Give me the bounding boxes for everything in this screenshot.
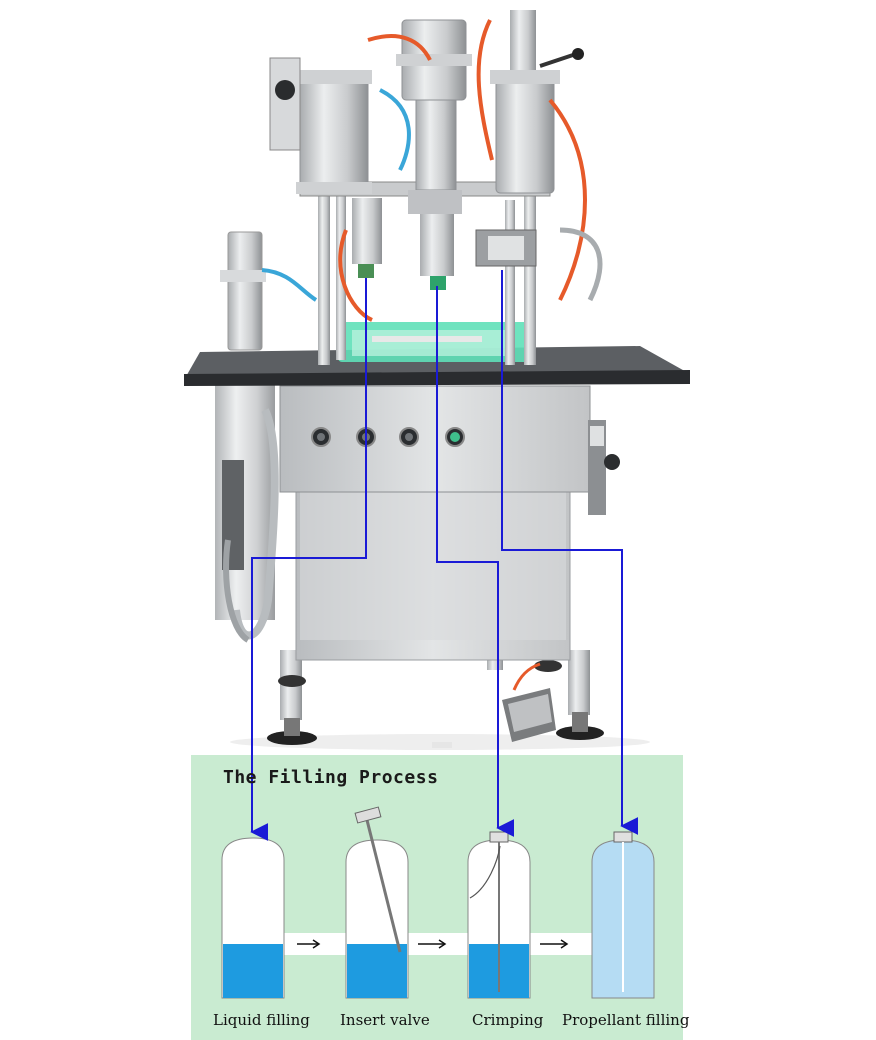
filling-machine	[184, 10, 690, 750]
step-label-insert-valve: Insert valve	[340, 1011, 430, 1029]
pointer-propellant-filling	[501, 270, 639, 835]
step-label-crimping: Crimping	[472, 1011, 544, 1029]
right-arrow-icon	[540, 939, 569, 949]
right-arrow-icon	[418, 939, 447, 949]
can-crimping	[467, 831, 531, 999]
pointer-liquid-filling	[250, 278, 367, 841]
right-arrow-icon	[297, 939, 321, 949]
pointer-lines	[250, 270, 639, 841]
pointer-crimping	[436, 286, 515, 837]
can-propellant-filling	[591, 831, 655, 999]
step-label-liquid-filling: Liquid filling	[213, 1011, 310, 1029]
page-title: The Filling Process	[223, 767, 439, 788]
can-liquid-filling	[221, 837, 285, 999]
step-label-propellant-filling: Propellant filling	[562, 1011, 690, 1029]
can-insert-valve	[345, 806, 409, 999]
